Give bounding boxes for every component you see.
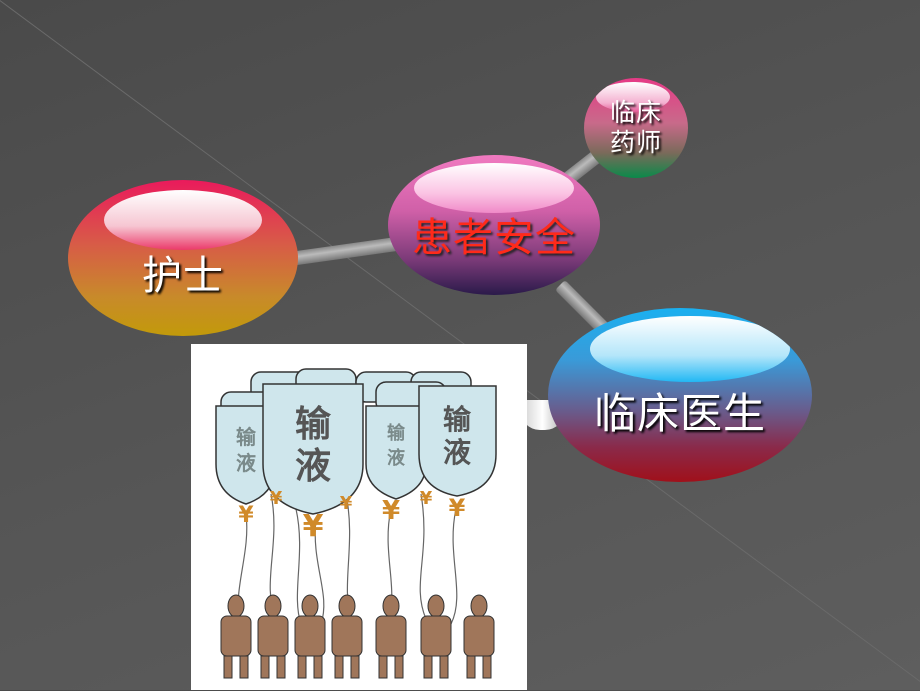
gloss-highlight: [590, 316, 790, 382]
svg-text:¥: ¥: [303, 509, 324, 544]
node-clinical-pharmacist[interactable]: 临床 药师: [584, 78, 688, 178]
iv-bottles-illustration: 输 液 输 液 输 液 输 液 ¥ ¥ ¥ ¥ ¥ ¥ ¥: [215, 368, 497, 679]
svg-text:¥: ¥: [340, 493, 353, 514]
svg-text:¥: ¥: [238, 503, 254, 528]
svg-text:输: 输: [236, 425, 257, 449]
svg-text:液: 液: [295, 446, 331, 487]
svg-text:液: 液: [387, 447, 406, 469]
svg-text:¥: ¥: [449, 494, 466, 522]
node-nurse-label: 护士: [142, 253, 224, 299]
node-pharmacist-label-line1: 临床: [609, 98, 662, 127]
gloss-highlight: [414, 163, 574, 213]
svg-text:液: 液: [443, 436, 471, 469]
svg-text:输: 输: [443, 403, 472, 436]
svg-text:输: 输: [295, 404, 332, 445]
node-clinical-doctor[interactable]: 临床医生: [548, 308, 812, 482]
svg-text:¥: ¥: [420, 488, 433, 509]
node-nurse[interactable]: 护士: [68, 180, 298, 336]
node-pharmacist-label-line2: 药师: [609, 128, 662, 157]
gloss-highlight: [596, 82, 670, 112]
svg-text:液: 液: [236, 451, 257, 475]
svg-text:输: 输: [387, 422, 406, 444]
svg-text:¥: ¥: [270, 488, 283, 509]
iv-drip-cartoon-image: 输 液 输 液 输 液 输 液 ¥ ¥ ¥ ¥ ¥ ¥ ¥: [191, 344, 527, 690]
node-patient-safety[interactable]: 患者安全: [388, 155, 600, 295]
gloss-highlight: [104, 190, 262, 250]
node-doctor-label: 临床医生: [593, 388, 766, 438]
connector-center-to-nurse: [289, 236, 400, 266]
node-patient-safety-label: 患者安全: [412, 215, 576, 261]
svg-text:¥: ¥: [382, 496, 400, 526]
